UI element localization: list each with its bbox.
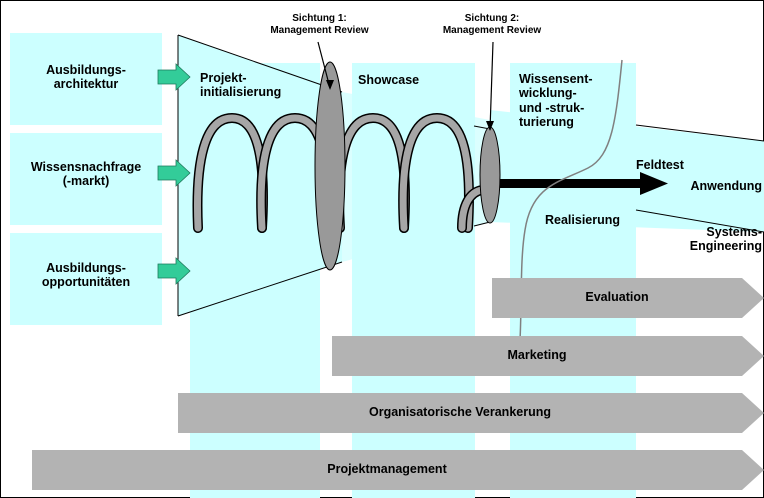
bar-label-marketing: Marketing xyxy=(507,348,567,362)
bar-label-anchoring: Organisatorische Verankerung xyxy=(368,405,551,419)
phase-label-knowledge: Wissensent- wicklung- und -struk- turier… xyxy=(519,72,593,130)
input-arrow-demand xyxy=(157,159,191,187)
input-arrow-opportunities xyxy=(157,257,191,285)
main-arrow-head xyxy=(640,172,668,195)
input-panel-architecture xyxy=(10,33,162,125)
review-label-1: Sichtung 1: Management Review xyxy=(270,13,369,36)
main-arrow-shaft xyxy=(500,179,640,188)
bar-anchoring xyxy=(178,393,764,433)
input-panel-demand xyxy=(10,133,162,225)
review-lens-1 xyxy=(314,61,346,271)
bar-marketing xyxy=(332,336,764,376)
phase-label-showcase: Showcase xyxy=(358,73,420,87)
phase-label-realization: Realisierung xyxy=(545,213,621,227)
input-label-opportunities: Ausbildungs- opportunitäten xyxy=(41,261,131,290)
bar-label-evaluation: Evaluation xyxy=(585,290,649,304)
funnel-line-bottom-1 xyxy=(177,261,343,317)
phase-label-initialization: Projekt- initialisierung xyxy=(200,71,282,100)
funnel-line-bottom-2 xyxy=(473,221,491,227)
review-label-2: Sichtung 2: Management Review xyxy=(442,13,542,36)
bar-management xyxy=(32,450,764,490)
funnel-line-top-1 xyxy=(177,34,343,93)
input-arrow-architecture xyxy=(157,63,191,91)
input-label-architecture: Ausbildungs- architektur xyxy=(46,63,126,92)
review-pointer-2 xyxy=(489,41,494,131)
outcome-label-application: Anwendung xyxy=(690,179,762,193)
review-lens-2 xyxy=(479,126,501,224)
bar-evaluation xyxy=(492,278,764,318)
input-label-demand: Wissensnachfrage (-markt) xyxy=(30,160,142,189)
bar-label-management: Projektmanagement xyxy=(327,462,447,476)
funnel-line-bottom-3 xyxy=(635,209,764,233)
outcome-label-systems: Systems- Engineering xyxy=(689,225,762,254)
outcome-label-fieldtest: Feldtest xyxy=(636,158,684,172)
funnel-line-top-3 xyxy=(635,124,764,142)
review-pointer-1-head xyxy=(326,80,334,90)
input-panel-opportunities xyxy=(10,233,162,325)
review-pointer-2-head xyxy=(486,121,494,131)
